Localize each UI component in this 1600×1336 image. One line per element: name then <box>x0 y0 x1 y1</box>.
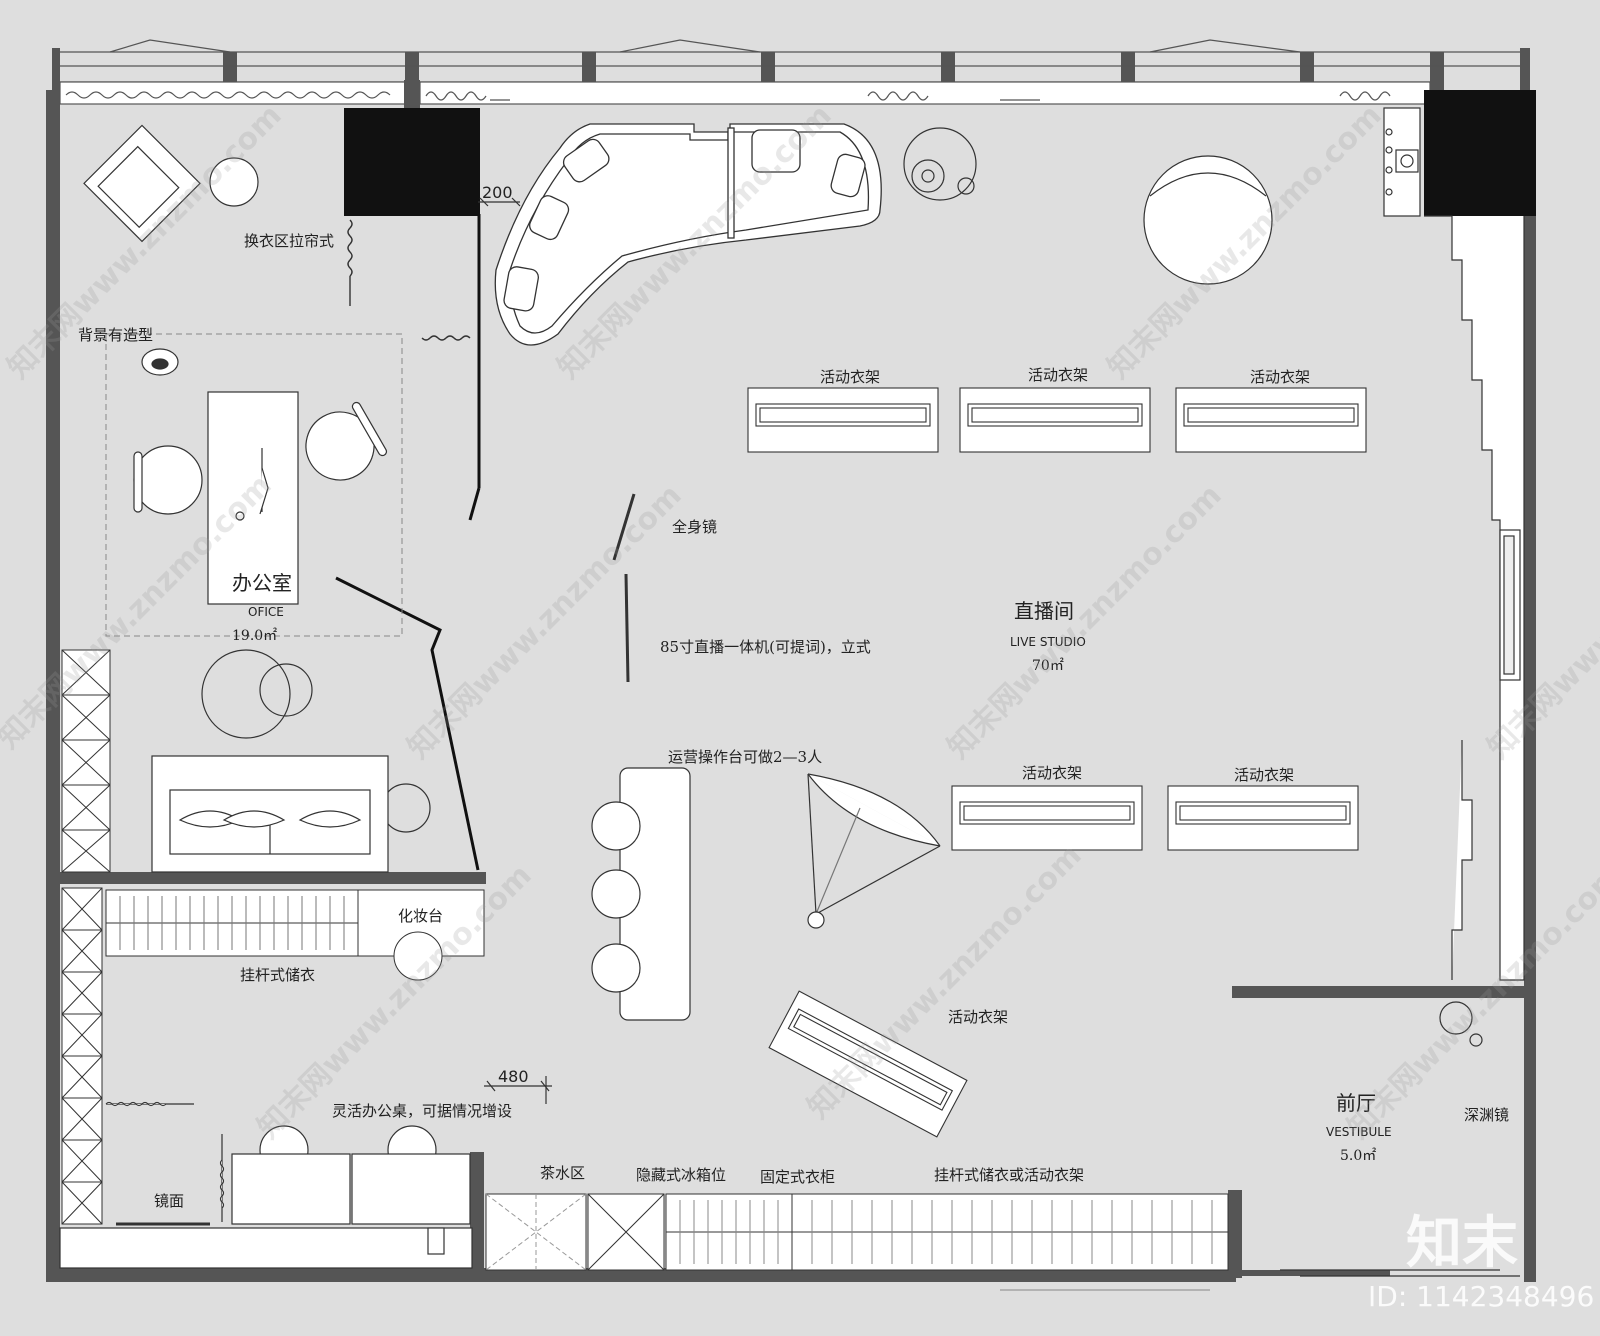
full-mirror <box>612 493 636 561</box>
right-column-fixtures <box>1383 107 1421 217</box>
right-stepped-wall <box>1424 215 1525 981</box>
vestibule-name-en: VESTIBULE <box>1326 1125 1392 1139</box>
office-name: 办公室 <box>232 571 292 595</box>
vestibule-area: 5.0㎡ <box>1340 1148 1376 1164</box>
dimension-200: 200 <box>482 183 513 202</box>
label-rack-4: 活动衣架 <box>1022 764 1082 782</box>
rack-2 <box>959 387 1151 453</box>
left-cabinets <box>61 649 111 1225</box>
label-changing-curtain: 换衣区拉帘式 <box>244 232 334 250</box>
operations-desk <box>591 767 691 1021</box>
bottom-left-wall <box>470 1152 484 1282</box>
column-right <box>1424 90 1536 216</box>
partitions <box>335 214 481 871</box>
clothing-racks <box>747 387 1367 1138</box>
office-sofa <box>151 755 389 873</box>
label-vanity: 化妆台 <box>398 907 443 925</box>
svg-text:知末网www.znzmo.com: 知末网www.znzmo.com <box>941 478 1229 766</box>
label-rack-2: 活动衣架 <box>1028 366 1088 384</box>
armchair <box>83 124 259 243</box>
label-fixed-wardrobe: 固定式衣柜 <box>760 1168 835 1186</box>
studio-name: 直播间 <box>1014 599 1074 623</box>
label-hanging-storage: 挂杆式储衣 <box>240 966 315 984</box>
office-wall <box>60 872 486 884</box>
label-screen-85: 85寸直播一体机(可提词)，立式 <box>660 638 871 656</box>
bottom-right-wall <box>1228 1190 1242 1278</box>
dimension-480: 480 <box>498 1067 529 1086</box>
studio-round-tables <box>903 127 1483 1047</box>
label-deep-mirror: 深渊镜 <box>1464 1106 1509 1124</box>
curtain-track <box>347 219 471 341</box>
office-furniture <box>133 348 388 605</box>
svg-text:知末网www.znzmo.com: 知末网www.znzmo.com <box>401 478 689 766</box>
office-zone-outline <box>105 333 403 637</box>
studio-name-en: LIVE STUDIO <box>1010 635 1086 649</box>
label-mirror-surface: 镜面 <box>154 1192 184 1210</box>
label-background-feature: 背景有造型 <box>78 326 153 344</box>
label-full-mirror: 全身镜 <box>672 518 717 536</box>
label-rack-3: 活动衣架 <box>1250 368 1310 386</box>
office-name-en: OFICE <box>248 605 284 619</box>
brand-watermark: 知末 <box>1406 1211 1518 1276</box>
label-flexible-desk: 灵活办公桌，可据情况增设 <box>332 1102 512 1120</box>
label-rack-1: 活动衣架 <box>820 368 880 386</box>
label-rack-5: 活动衣架 <box>1234 766 1294 784</box>
label-rack-6: 活动衣架 <box>948 1008 1008 1026</box>
dimension-lines <box>478 197 552 1104</box>
svg-text:知末网www.znzmo.com: 知末网www.znzmo.com <box>1101 98 1389 386</box>
id-watermark: ID: 1142348496 <box>1368 1280 1594 1313</box>
rack-4 <box>951 785 1143 851</box>
rack-3 <box>1175 387 1367 453</box>
vestibule-wall <box>1232 986 1528 998</box>
svg-text:知末网www.znzmo.com: 知末网www.znzmo.com <box>1481 478 1600 766</box>
office-area: 19.0㎡ <box>232 628 277 644</box>
label-tea-area: 茶水区 <box>540 1164 585 1182</box>
entrance-door <box>1000 1269 1520 1291</box>
studio-area: 70㎡ <box>1032 658 1064 674</box>
ring-light <box>807 773 941 929</box>
rack-1 <box>747 387 939 453</box>
bottom-cabinets <box>485 1193 1229 1271</box>
vestibule-name: 前厅 <box>1336 1091 1376 1115</box>
flexible-desks <box>59 1101 473 1269</box>
label-ops-desk: 运营操作台可做2—3人 <box>668 748 822 766</box>
label-hidden-fridge: 隐藏式冰箱位 <box>636 1166 726 1184</box>
hanging-storage <box>105 889 485 981</box>
walls <box>46 48 1536 1282</box>
screen-85 <box>624 573 630 683</box>
rack-6 <box>768 990 968 1138</box>
label-hanging-or-rack: 挂杆式储衣或活动衣架 <box>934 1166 1084 1184</box>
rack-5 <box>1167 785 1359 851</box>
column-left <box>344 108 480 216</box>
curved-sofa <box>494 123 882 346</box>
svg-text:知末网www.znzmo.com: 知末网www.znzmo.com <box>1341 858 1600 1146</box>
